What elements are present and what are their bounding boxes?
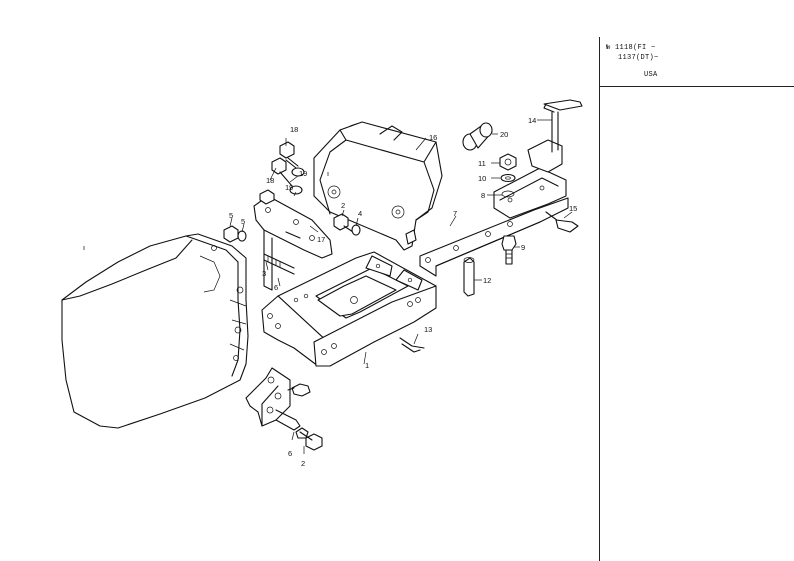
nut-5a (223, 225, 239, 243)
callout-13: 13 (424, 325, 432, 334)
callout-7: 7 (453, 209, 457, 218)
leader-lines (83, 119, 573, 454)
front-lower-bolt-right (287, 383, 311, 397)
callout-20: 20 (500, 130, 508, 139)
callout-5b: 5 (241, 217, 245, 226)
callout-1: 1 (365, 361, 369, 370)
serial-range-line-1: № 1118(FI ~ (606, 44, 656, 52)
callout-11: 11 (478, 159, 486, 168)
callout-15: 15 (569, 204, 577, 213)
callout-18b: 18 (266, 176, 274, 185)
transmission-housing (61, 233, 249, 429)
bushing-20 (462, 122, 493, 151)
bolt-18-lower (271, 157, 293, 187)
callout-10: 10 (478, 174, 486, 183)
bolt-9 (501, 235, 517, 265)
bolt-lower-left (259, 189, 275, 205)
callout-16: 16 (429, 133, 437, 142)
callout-6: 6 (274, 283, 278, 292)
callout-9: 9 (521, 243, 525, 252)
callout-6-lower: 6 (288, 449, 292, 458)
clip-13 (399, 337, 425, 353)
hitch-pin (543, 99, 583, 153)
pin-15 (545, 211, 579, 233)
callout-19a: 19 (299, 169, 307, 178)
panel-horizontal-rule (600, 86, 794, 87)
washer-19-lower (289, 185, 303, 195)
callout-17: 17 (317, 235, 325, 244)
callout-2-plate: 2 (341, 201, 345, 210)
callout-8: 8 (481, 191, 485, 200)
front-support-frame (261, 251, 437, 367)
washer-10 (500, 173, 516, 183)
callout-numbers: 18 19 19 18 16 20 14 11 10 8 7 15 9 12 2… (229, 116, 577, 468)
washer-8 (501, 190, 515, 198)
washer-4-plate (351, 224, 361, 236)
pin-12 (463, 257, 475, 297)
front-weight-16 (313, 121, 443, 251)
front-bumper-bar (419, 139, 569, 277)
callout-5a: 5 (229, 211, 233, 220)
callout-3: 3 (262, 269, 266, 278)
nut-11 (499, 153, 517, 171)
region-label: USA (644, 71, 658, 79)
panel-vertical-rule (599, 37, 600, 561)
callout-2-lower: 2 (301, 459, 305, 468)
nut-5b (237, 230, 247, 242)
bolt-18-top (279, 141, 299, 169)
callout-18: 18 (290, 125, 298, 134)
serial-range-line-2: 1137(DT)~ (618, 54, 659, 62)
callout-12: 12 (483, 276, 491, 285)
mounting-plate-17 (253, 195, 333, 291)
lower-bracket (245, 367, 301, 431)
front-lower-bolt-b (299, 431, 323, 451)
stud-3 (263, 253, 295, 275)
callout-19b: 19 (285, 183, 293, 192)
callout-14: 14 (528, 116, 536, 125)
callout-4: 4 (358, 209, 362, 218)
